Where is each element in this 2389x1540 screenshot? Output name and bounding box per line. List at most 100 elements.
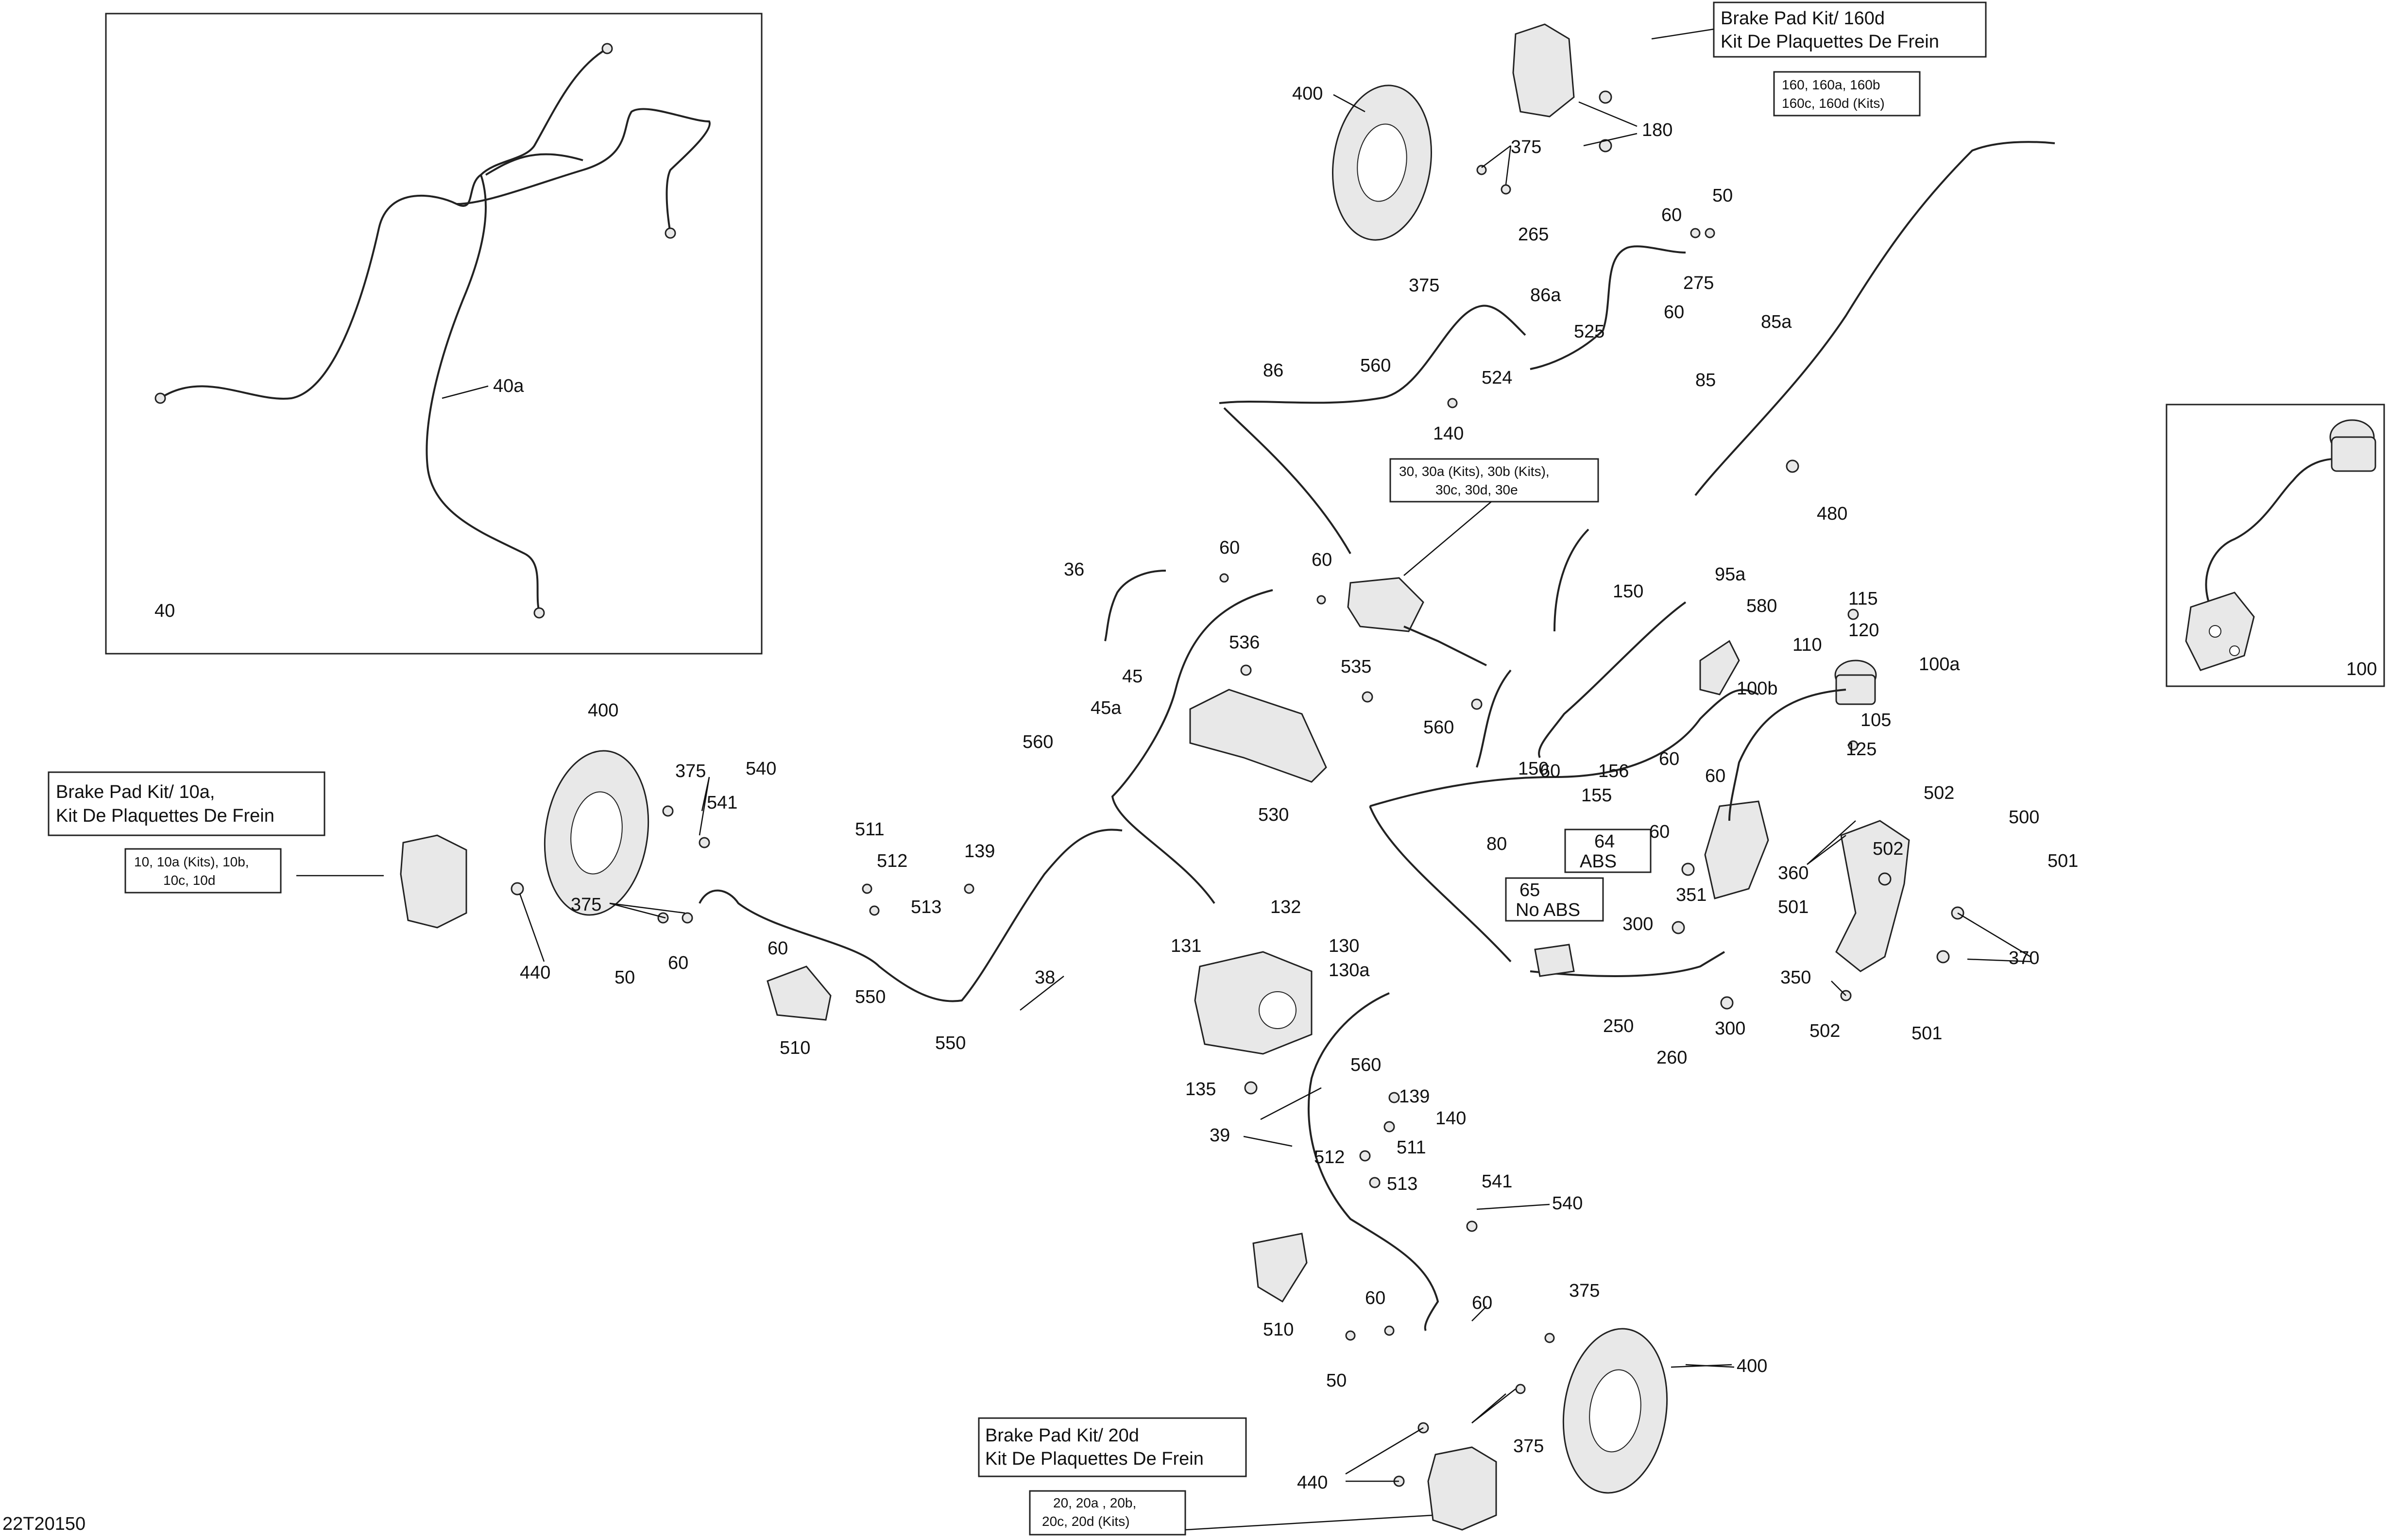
callout-45a: 45a bbox=[1091, 698, 1122, 718]
callout-511: 511 bbox=[1397, 1137, 1426, 1158]
callout-155: 155 bbox=[1581, 785, 1612, 806]
kit-refs-master-2: 30c, 30d, 30e bbox=[1435, 482, 1518, 497]
elbow-580 bbox=[1699, 640, 1740, 695]
callout-60: 60 bbox=[1219, 538, 1240, 558]
cover-510-rear bbox=[1252, 1233, 1308, 1303]
callout-60: 60 bbox=[1649, 822, 1670, 842]
callout-60: 60 bbox=[1365, 1288, 1385, 1308]
callout-511: 511 bbox=[855, 819, 885, 840]
callout-375: 375 bbox=[1513, 1436, 1544, 1456]
callout-40: 40 bbox=[154, 601, 175, 621]
callout-580: 580 bbox=[1746, 596, 1777, 616]
callout-100: 100 bbox=[2346, 659, 2377, 679]
callout-501: 501 bbox=[2048, 851, 2078, 871]
callout-535: 535 bbox=[1341, 657, 1371, 677]
callout-512: 512 bbox=[877, 851, 907, 871]
callout-375: 375 bbox=[1409, 275, 1439, 296]
callout-120: 120 bbox=[1848, 620, 1879, 641]
line-36 bbox=[1104, 570, 1166, 642]
diagram-id: 22T20150 bbox=[2, 1514, 85, 1534]
kit-subtitle-front-right: Kit De Plaquettes De Frein bbox=[1721, 32, 1939, 52]
callout-300: 300 bbox=[1622, 914, 1653, 934]
abs-box: 64 ABS 65 No ABS bbox=[1505, 829, 1652, 922]
callout-440: 440 bbox=[520, 963, 550, 983]
noabs-ref: 65 bbox=[1519, 880, 1540, 900]
line-86 bbox=[1219, 305, 1526, 554]
callout-50: 50 bbox=[1712, 186, 1733, 206]
rear-master-cylinder-100a bbox=[1704, 800, 1769, 899]
caliper-front-left bbox=[400, 834, 467, 929]
kit-title-rear: Brake Pad Kit/ 20d bbox=[985, 1425, 1139, 1446]
line-100b bbox=[1728, 689, 1846, 821]
callout-550: 550 bbox=[935, 1033, 966, 1053]
callout-541: 541 bbox=[707, 793, 737, 813]
line-95a bbox=[1538, 601, 1687, 758]
kit-refs-front-right-2: 160c, 160d (Kits) bbox=[1782, 96, 1885, 111]
callout-140: 140 bbox=[1433, 423, 1464, 444]
callout-351: 351 bbox=[1676, 885, 1706, 905]
callout-560: 560 bbox=[1350, 1055, 1381, 1075]
inset-master-cylinder: 100 bbox=[2166, 404, 2385, 687]
callout-50: 50 bbox=[614, 967, 635, 988]
callout-550: 550 bbox=[855, 987, 886, 1007]
kit-refs-rear-2: 20c, 20d (Kits) bbox=[1042, 1514, 1130, 1529]
callout-540: 540 bbox=[746, 759, 776, 779]
callout-524: 524 bbox=[1482, 368, 1512, 388]
callout-130a: 130a bbox=[1329, 960, 1370, 981]
kit-refs-master-1: 30, 30a (Kits), 30b (Kits), bbox=[1399, 464, 1550, 479]
callout-275: 275 bbox=[1683, 273, 1714, 293]
callout-85a: 85a bbox=[1761, 312, 1792, 332]
callout-86: 86 bbox=[1263, 360, 1283, 381]
callout-60: 60 bbox=[1540, 761, 1560, 781]
callout-150: 150 bbox=[1613, 581, 1643, 602]
callout-60: 60 bbox=[768, 938, 788, 959]
callout-38: 38 bbox=[1035, 967, 1055, 988]
callout-541: 541 bbox=[1482, 1171, 1512, 1192]
kit-title-front-left: Brake Pad Kit/ 10a, bbox=[56, 782, 215, 802]
callout-50: 50 bbox=[1326, 1371, 1347, 1391]
callout-350: 350 bbox=[1780, 967, 1811, 988]
callout-60: 60 bbox=[1705, 766, 1725, 786]
disc-rear bbox=[1562, 1328, 1668, 1494]
line-45 bbox=[1111, 589, 1273, 904]
callout-536: 536 bbox=[1229, 632, 1260, 653]
callout-139: 139 bbox=[1399, 1086, 1430, 1107]
callout-540: 540 bbox=[1552, 1193, 1583, 1214]
callout-125: 125 bbox=[1846, 739, 1877, 760]
callout-135: 135 bbox=[1185, 1079, 1216, 1100]
callout-560: 560 bbox=[1423, 717, 1454, 738]
callout-60: 60 bbox=[1659, 749, 1679, 769]
kit-refs-front-left-2: 10c, 10d bbox=[163, 873, 215, 888]
callout-60: 60 bbox=[1312, 550, 1332, 570]
callout-140: 140 bbox=[1435, 1108, 1466, 1129]
callout-370: 370 bbox=[2009, 948, 2039, 968]
kit-box-rear: Brake Pad Kit/ 20d Kit De Plaquettes De … bbox=[978, 1417, 1433, 1536]
callout-501: 501 bbox=[1911, 1023, 1942, 1044]
inset-front-brake-lines: 40a 40 bbox=[105, 13, 763, 655]
abs-ref: 64 bbox=[1594, 831, 1615, 852]
kit-refs-front-right-1: 160, 160a, 160b bbox=[1782, 77, 1880, 92]
kit-subtitle-front-left: Kit De Plaquettes De Frein bbox=[56, 806, 274, 826]
hardware bbox=[511, 90, 1964, 1487]
kit-subtitle-rear: Kit De Plaquettes De Frein bbox=[985, 1449, 1204, 1469]
callout-36: 36 bbox=[1064, 559, 1084, 580]
callout-156: 156 bbox=[1598, 761, 1629, 781]
caliper-rear bbox=[1427, 1446, 1497, 1531]
callout-502: 502 bbox=[1924, 783, 1954, 803]
callout-502: 502 bbox=[1809, 1021, 1840, 1041]
callout-180: 180 bbox=[1642, 120, 1672, 140]
callout-513: 513 bbox=[1387, 1174, 1417, 1194]
callout-105: 105 bbox=[1860, 710, 1891, 730]
callout-502: 502 bbox=[1873, 839, 1903, 859]
callout-260: 260 bbox=[1656, 1048, 1687, 1068]
callout-400: 400 bbox=[588, 700, 618, 721]
caliper-front-right bbox=[1512, 23, 1575, 118]
callout-60: 60 bbox=[668, 953, 688, 973]
callout-100a: 100a bbox=[1919, 654, 1960, 675]
callout-100b: 100b bbox=[1737, 678, 1778, 699]
callout-300: 300 bbox=[1715, 1018, 1745, 1039]
callout-360: 360 bbox=[1778, 863, 1809, 883]
callout-80: 80 bbox=[1486, 834, 1507, 854]
line-85 bbox=[1694, 141, 2055, 496]
callout-375: 375 bbox=[1569, 1281, 1600, 1301]
